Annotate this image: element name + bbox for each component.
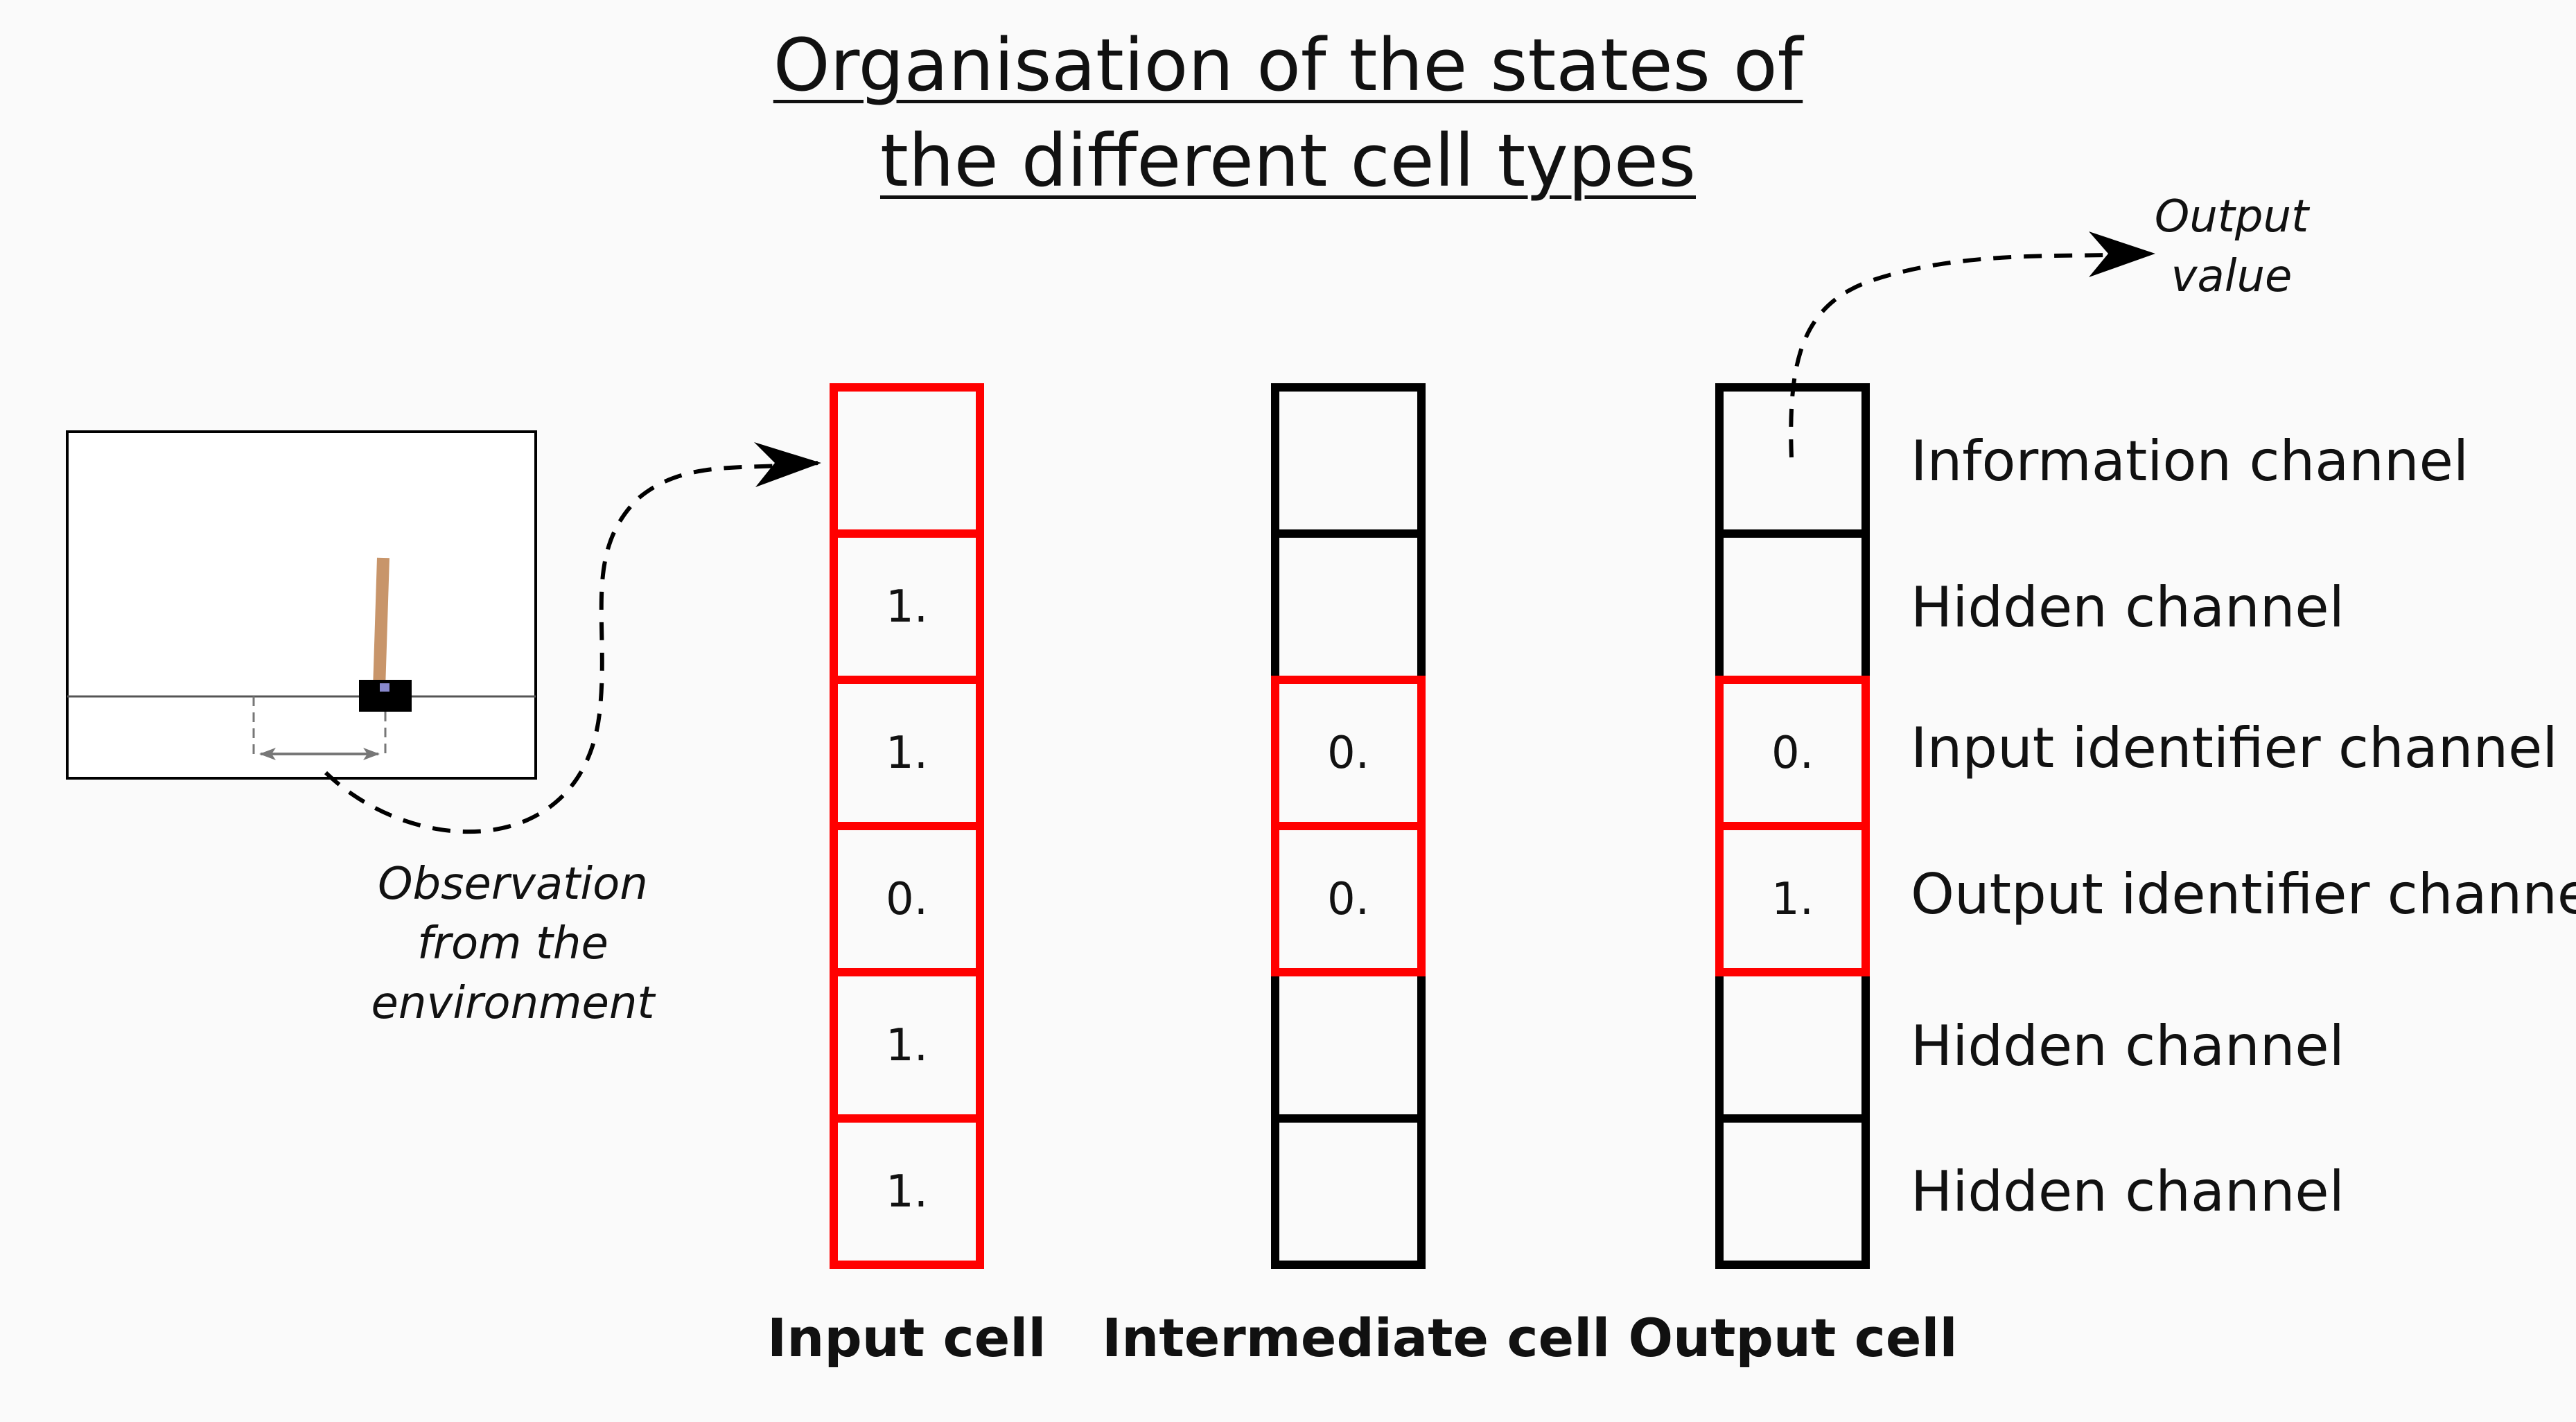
channel-box bbox=[1271, 529, 1426, 684]
channel-label-hidden: Hidden channel bbox=[1911, 1014, 2345, 1078]
observation-annotation: Observation from the environment bbox=[340, 854, 686, 1033]
channel-box bbox=[1715, 822, 1870, 976]
channel-box bbox=[1271, 383, 1426, 538]
channel-label-information: Information channel bbox=[1911, 429, 2469, 493]
channel-box bbox=[830, 1114, 984, 1269]
observation-arrow-head bbox=[754, 442, 821, 487]
cell-column bbox=[1271, 383, 1426, 1269]
observation-annotation-line: Observation bbox=[378, 859, 648, 910]
cell-value: 0. bbox=[1326, 727, 1370, 779]
channel-label-hidden: Hidden channel bbox=[1911, 1159, 2345, 1224]
cell-value: 1. bbox=[885, 727, 929, 779]
channel-label-input-identifier: Input identifier channel bbox=[1911, 716, 2558, 780]
cell-value: 0. bbox=[1771, 727, 1814, 779]
output-annotation-line: value bbox=[2171, 251, 2293, 302]
cell-value: 0. bbox=[1326, 873, 1370, 925]
cell-value: 1. bbox=[885, 581, 929, 633]
observation-annotation-line: environment bbox=[371, 978, 655, 1029]
channel-box bbox=[1271, 968, 1426, 1123]
channel-label-hidden: Hidden channel bbox=[1911, 575, 2345, 640]
observation-annotation-line: from the bbox=[417, 918, 608, 969]
input-cell-label: Input cell bbox=[767, 1307, 1046, 1369]
output-arrow-head bbox=[2089, 231, 2155, 277]
cartpole-environment-icon bbox=[66, 430, 537, 780]
cell-column bbox=[1715, 383, 1870, 1269]
channel-label-output-identifier: Output identifier channel bbox=[1911, 862, 2576, 927]
output-cell-label: Output cell bbox=[1628, 1307, 1958, 1369]
observation-arrow bbox=[324, 461, 818, 834]
channel-box bbox=[1715, 1114, 1870, 1269]
channel-box bbox=[1715, 968, 1870, 1123]
cell-column bbox=[830, 383, 984, 1269]
output-arrow bbox=[1789, 253, 2108, 458]
channel-box bbox=[830, 383, 984, 538]
title-line-1: Organisation of the states of bbox=[773, 23, 1803, 107]
cell-value: 1. bbox=[885, 1019, 929, 1071]
channel-box bbox=[1715, 529, 1870, 684]
cell-value: 1. bbox=[1771, 873, 1814, 925]
output-annotation-line: Output bbox=[2154, 191, 2309, 243]
output-value-annotation: Output value bbox=[2093, 187, 2370, 306]
cell-columns bbox=[830, 383, 1870, 1269]
title-line-2: the different cell types bbox=[879, 119, 1696, 203]
channel-box bbox=[1271, 822, 1426, 976]
intermediate-cell-label: Intermediate cell bbox=[1102, 1307, 1611, 1369]
cell-value: 0. bbox=[885, 873, 929, 925]
cell-value: 1. bbox=[885, 1166, 929, 1218]
channel-box bbox=[1271, 1114, 1426, 1269]
